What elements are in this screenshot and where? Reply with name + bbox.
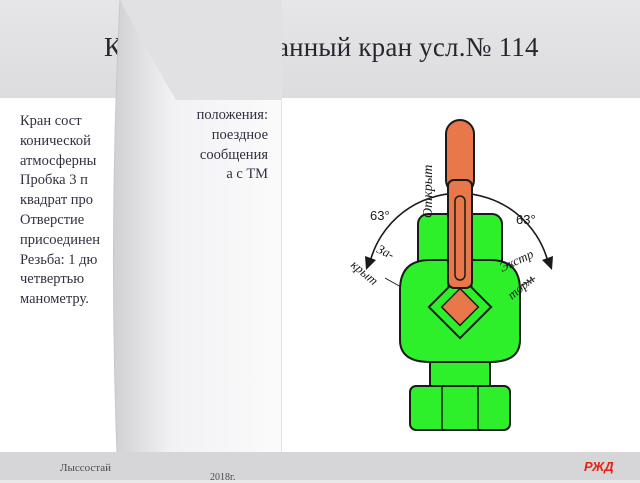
handle-stem — [447, 179, 473, 289]
angle-left-label: 63° — [370, 208, 390, 223]
svg-text:РЖД: РЖД — [584, 459, 614, 474]
valve-nut — [409, 385, 511, 431]
text-line: положения: — [196, 107, 268, 123]
text-line: четвертью — [20, 271, 85, 288]
text-line: присоединен — [20, 231, 100, 248]
valve-drawing: Открыт 63° 63° За- крыт Экстр торм — [348, 119, 553, 431]
page-curl-overlay — [112, 0, 282, 480]
label-zakryt-1: За- — [375, 241, 397, 262]
text-line: квадрат про — [20, 192, 94, 209]
footer-band — [0, 452, 640, 480]
text-line: сообщения — [199, 146, 268, 163]
text-line: Кран сост — [20, 113, 82, 129]
left-text-column: Кран сост конической атмосферны Пробка 3… — [20, 112, 125, 310]
right-text-column: положения: поездное сообщения а с ТМ — [158, 106, 268, 185]
plug-inner — [440, 287, 480, 327]
slide-header-band — [0, 0, 640, 100]
rzd-logo: РЖД — [584, 459, 614, 474]
arc-arrow-right — [542, 256, 553, 270]
footer-author: Лыссостай — [60, 462, 111, 474]
angle-right-label: 63° — [516, 212, 536, 227]
text-line: манометру. — [20, 291, 89, 308]
text-line: атмосферны — [20, 152, 97, 169]
text-line: Резьба: 1 дю — [20, 251, 98, 268]
arc-arrow-left — [365, 256, 376, 270]
slide-content-area — [0, 98, 640, 454]
label-zakryt-2: крыт — [348, 257, 381, 288]
valve-neck — [429, 361, 491, 389]
text-line: Отверстие — [20, 211, 85, 228]
handle-slot — [454, 195, 466, 281]
label-open: Открыт — [421, 165, 436, 218]
text-line: а с ТМ — [226, 166, 268, 183]
footer-year: 2018г. — [210, 472, 236, 483]
text-line: поездное — [211, 126, 268, 143]
text-line: конической — [20, 132, 91, 149]
text-line: Пробка 3 п — [20, 172, 88, 189]
